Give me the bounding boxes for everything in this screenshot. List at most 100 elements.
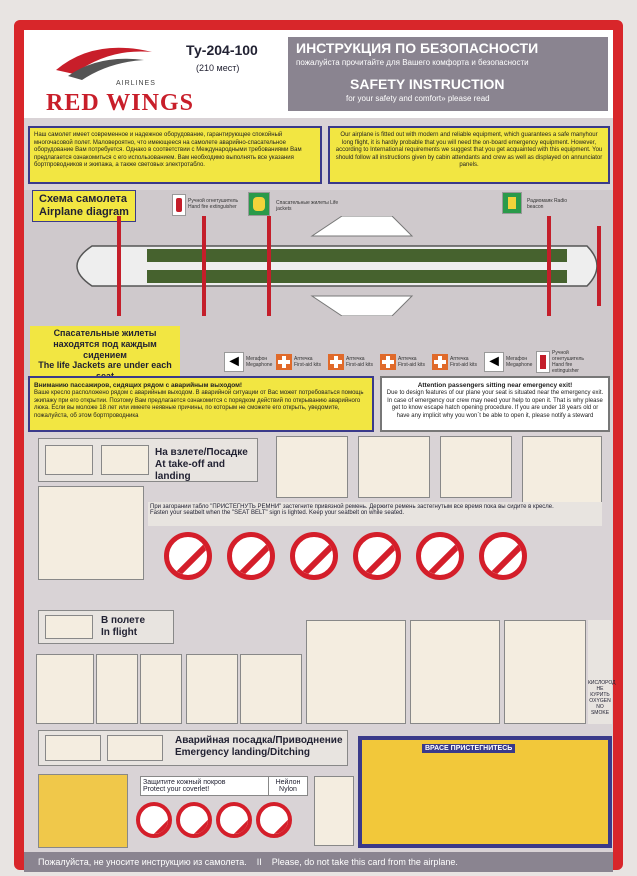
- megaphone-icon: ◄: [484, 352, 504, 372]
- no-electronics-icon: [479, 532, 527, 580]
- no-disc-player-icon: [290, 532, 338, 580]
- crew-picture: [186, 654, 238, 724]
- no-electronics-flight-picture: [140, 654, 182, 724]
- nylon-ru: Нейлон: [275, 779, 301, 786]
- no-camera-icon: [227, 532, 275, 580]
- ditching-title-ru: Аварийная посадка/Приводнение: [175, 735, 343, 746]
- title-bar: ИНСТРУКЦИЯ ПО БЕЗОПАСНОСТИ пожалуйста пр…: [288, 37, 608, 111]
- radio-beacon-icon: [502, 192, 522, 214]
- protect-skin-note: Защитите кожный покров Protect your cove…: [140, 776, 270, 796]
- protect-skin-ru: Защитите кожный покров: [143, 779, 226, 786]
- diagram-title-ru: Схема самолета: [39, 193, 128, 205]
- extinguisher-label: Ручной огнетушитель Hand fire extinguish…: [188, 198, 239, 210]
- wing-logo-icon: [56, 47, 152, 80]
- passenger-seated-picture: [36, 654, 94, 724]
- ditching-plane-picture-2: [107, 735, 163, 761]
- legend-item: ◄Мегафон Megaphone: [484, 350, 532, 374]
- no-luggage-icon: [164, 532, 212, 580]
- landing-plane-picture: [101, 445, 149, 475]
- takeoff-title: На взлете/Посадке At take-off and landin…: [155, 447, 257, 483]
- legend-item: Ручной огнетушитель Hand fire extinguish…: [536, 350, 584, 374]
- brace-position-picture: ВРАСЕ ПРИСТЕГНИТЕСЬ: [358, 736, 612, 848]
- airplane-diagram: Схема самолета Airplane diagram Ручной о…: [24, 190, 613, 384]
- seatbelt-notice-en: Fasten your seatbelt when the "SEAT BELT…: [150, 510, 405, 516]
- seatback-picture: [38, 486, 144, 580]
- intro-ru: Наш самолет имеет современное и надежное…: [28, 126, 322, 184]
- vests-note-ru: Спасательные жилеты находятся под каждым…: [53, 328, 157, 360]
- ditching-prohibited-items: [136, 802, 292, 838]
- no-pen-icon: [176, 802, 212, 838]
- protect-skin-en: Protect your coverlet!: [143, 786, 210, 793]
- exit-row-ru: Вниманию пассажиров, сидящих рядом с ава…: [28, 376, 374, 432]
- no-high-heels-icon: [216, 802, 252, 838]
- title-en: SAFETY INSTRUCTION: [350, 76, 505, 92]
- cruise-plane-picture: [45, 615, 93, 639]
- oxygen-no-smoke-label: КИСЛОРОД НЕ КУРИТЬ OXYGEN NO SMOKE: [588, 620, 616, 724]
- exit-row-text-en: Due to design features of our plane your…: [386, 390, 604, 419]
- oxygen-mask-drop-picture: [240, 654, 302, 724]
- no-mobile-phone-icon: [416, 532, 464, 580]
- in-flight-section: В полете In flight: [38, 610, 174, 644]
- extinguisher-icon: [536, 351, 550, 373]
- legend-item: Аптечка First-aid kits: [380, 350, 426, 374]
- seatbelt-step-1: [276, 436, 348, 498]
- aircraft-model: Ту-204-100: [186, 42, 258, 58]
- diagram-title-en: Airplane diagram: [39, 206, 129, 219]
- safety-card: AIRLINES RED WINGS Ту-204-100 (210 мест)…: [14, 20, 623, 872]
- ditching-section: Аварийная посадка/Приводнение Emergency …: [38, 730, 348, 766]
- life-jacket-icon: [248, 192, 270, 216]
- megaphone-icon: ◄: [224, 352, 244, 372]
- prohibited-items: [164, 532, 604, 580]
- no-laptop-icon: [353, 532, 401, 580]
- ditching-title: Аварийная посадка/Приводнение Emergency …: [175, 735, 343, 759]
- no-glasses-icon: [136, 802, 172, 838]
- ditching-title-en: Emergency landing/Ditching: [175, 747, 311, 758]
- fuselage-plan: [76, 216, 601, 316]
- exit-row-title-en: Attention passengers sitting near emerge…: [417, 382, 573, 389]
- life-jackets-label: Спасательные жилеты Life jackets: [276, 200, 339, 212]
- footer-separator: II: [256, 857, 262, 867]
- vests-note: Спасательные жилеты находятся под каждым…: [30, 326, 180, 384]
- footer-en: Please, do not take this card from the a…: [271, 857, 458, 867]
- exit-row-text-ru: Ваше кресло расположено рядом с аварийны…: [34, 390, 364, 419]
- protective-blanket-picture: [38, 774, 128, 848]
- extinguisher-icon: [172, 194, 186, 216]
- header: AIRLINES RED WINGS Ту-204-100 (210 мест)…: [24, 30, 613, 118]
- legend-item: Аптечка First-aid kits: [328, 350, 374, 374]
- takeoff-plane-picture: [45, 445, 93, 475]
- first-aid-icon: [432, 354, 448, 370]
- airlines-label: AIRLINES: [116, 80, 156, 87]
- in-flight-title-ru: В полете: [101, 615, 146, 626]
- diagram-title: Схема самолета Airplane diagram: [32, 190, 136, 223]
- footer: Пожалуйста, не уносите инструкцию из сам…: [24, 852, 613, 872]
- seatbelt-notice: При загорании табло "ПРИСТЕГНУТЬ РЕМНИ" …: [148, 502, 602, 526]
- title-ru: ИНСТРУКЦИЯ ПО БЕЗОПАСНОСТИ: [296, 40, 539, 56]
- legend-item: Аптечка First-aid kits: [276, 350, 322, 374]
- seatbelt-step-2: [358, 436, 430, 498]
- no-smoking-lavatory-picture: [96, 654, 138, 724]
- in-flight-title-en: In flight: [101, 627, 138, 638]
- oxygen-panel-picture: [306, 620, 406, 724]
- nylon-note: Нейлон Nylon: [268, 776, 308, 796]
- brace-label: ВРАСЕ ПРИСТЕГНИТЕСЬ: [422, 744, 516, 753]
- first-aid-icon: [380, 354, 396, 370]
- oxygen-mask-adult-picture: [410, 620, 500, 724]
- intro-en: Our airplane is fitted out with modern a…: [328, 126, 610, 184]
- seatbelt-notice-ru: При загорании табло "ПРИСТЕГНУТЬ РЕМНИ" …: [150, 504, 554, 510]
- first-aid-icon: [276, 354, 292, 370]
- brand-name: RED WINGS: [46, 90, 194, 116]
- subtitle-en: for your safety and comfort» please read: [346, 94, 490, 103]
- oxygen-mask-child-picture: [504, 620, 586, 724]
- ditching-plane-picture-1: [45, 735, 101, 761]
- no-sharp-objects-icon: [256, 802, 292, 838]
- subtitle-ru: пожалуйста прочитайте для Вашего комфорт…: [296, 58, 529, 67]
- equipment-legend: ◄Мегафон Megaphone Аптечка First-aid kit…: [224, 350, 584, 374]
- exit-row-en: Attention passengers sitting near emerge…: [380, 376, 610, 432]
- takeoff-section: На взлете/Посадке At take-off and landin…: [38, 438, 258, 482]
- stockings-picture: [314, 776, 354, 846]
- legend-item: ◄Мегафон Megaphone: [224, 350, 272, 374]
- exit-row-title-ru: Вниманию пассажиров, сидящих рядом с ава…: [34, 382, 243, 389]
- takeoff-title-ru: На взлете/Посадке: [155, 447, 248, 458]
- in-flight-title: В полете In flight: [101, 615, 145, 639]
- first-aid-icon: [328, 354, 344, 370]
